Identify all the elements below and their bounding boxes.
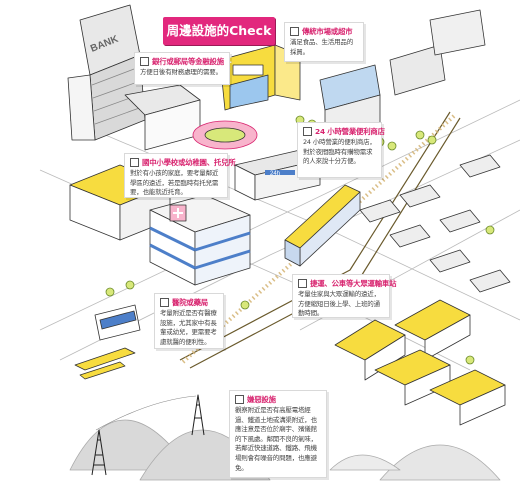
checkbox-icon[interactable]: [298, 279, 307, 288]
checkbox-icon[interactable]: [303, 127, 312, 136]
card-body: 觀察附近是否有高壓電塔經過、鐵道土地或溝渠附近，也應注意是否位於廟宇、殯儀館的下…: [235, 406, 317, 472]
houses: [359, 154, 511, 293]
card-title: 24 小時營業便利商店: [315, 127, 385, 136]
hospital-building: [149, 194, 251, 286]
checklist-card-school: 國中小學校或幼稚園、托兒所 對於有小孩的家庭，要考量鄰近學區的遠近，若是臨時有托…: [124, 153, 236, 198]
card-body: 方便日後有財務處理的需要。: [140, 68, 222, 76]
checklist-card-bank: 銀行或郵局等金融設施 方便日後有財務處理的需要。: [134, 52, 230, 85]
checklist-card-market: 傳統市場或超市 滿足食品、生活用品的採買。: [284, 22, 364, 62]
card-body: 考量住家與大眾運輸的遠近，方便縮短日後上學、上班的通勤時間。: [298, 290, 380, 318]
card-title: 國中小學校或幼稚園、托兒所: [142, 158, 236, 167]
checklist-card-transit: 捷運、公車等大眾運輸車站 考量住家與大眾運輸的遠近，方便縮短日後上學、上班的通勤…: [292, 274, 396, 318]
card-body: 24 小時營業的便利商店，對於夜間臨時有購物需求的人來說十分方便。: [303, 138, 376, 166]
checklist-card-convenience: 24 小時營業便利商店 24 小時營業的便利商店，對於夜間臨時有購物需求的人來說…: [297, 122, 385, 178]
card-body: 滿足食品、生活用品的採買。: [290, 38, 354, 56]
card-body: 對於有小孩的家庭，要考量鄰近學區的遠近，若是臨時有托兒需要，也能就近托育。: [130, 169, 219, 197]
card-title: 捷運、公車等大眾運輸車站: [310, 279, 397, 288]
station-canopy: [74, 347, 136, 380]
store-sign: 24h: [270, 171, 280, 177]
bus: [94, 304, 141, 341]
checkbox-icon[interactable]: [235, 395, 244, 404]
checklist-card-hospital: 醫院或藥局 考量附近是否有醫療設施，尤其家中有長輩或幼兒，更需要考慮就醫的便利性…: [154, 293, 224, 349]
card-title: 醫院或藥局: [172, 298, 208, 307]
card-title: 傳統市場或超市: [302, 27, 353, 36]
power-tower: [91, 394, 205, 476]
warehouse-rooftops: [334, 299, 506, 426]
checkbox-icon[interactable]: [140, 57, 149, 66]
bank-building: [67, 4, 146, 141]
checkbox-icon[interactable]: [290, 27, 299, 36]
card-title: 銀行或郵局等金融設施: [152, 57, 224, 66]
checklist-card-nuisance: 嫌惡設施 觀察附近是否有高壓電塔經過、鐵道土地或溝渠附近，也應注意是否位於廟宇、…: [229, 390, 327, 478]
card-body: 考量附近是否有醫療設施，尤其家中有長輩或幼兒，更需要考慮就醫的便利性。: [160, 309, 217, 346]
page-title: 周邊設施的Check List: [163, 17, 275, 66]
trees: [105, 115, 495, 365]
card-title: 嫌惡設施: [247, 395, 276, 404]
checkbox-icon[interactable]: [130, 158, 139, 167]
train: [284, 184, 361, 267]
checkbox-icon[interactable]: [160, 298, 169, 307]
